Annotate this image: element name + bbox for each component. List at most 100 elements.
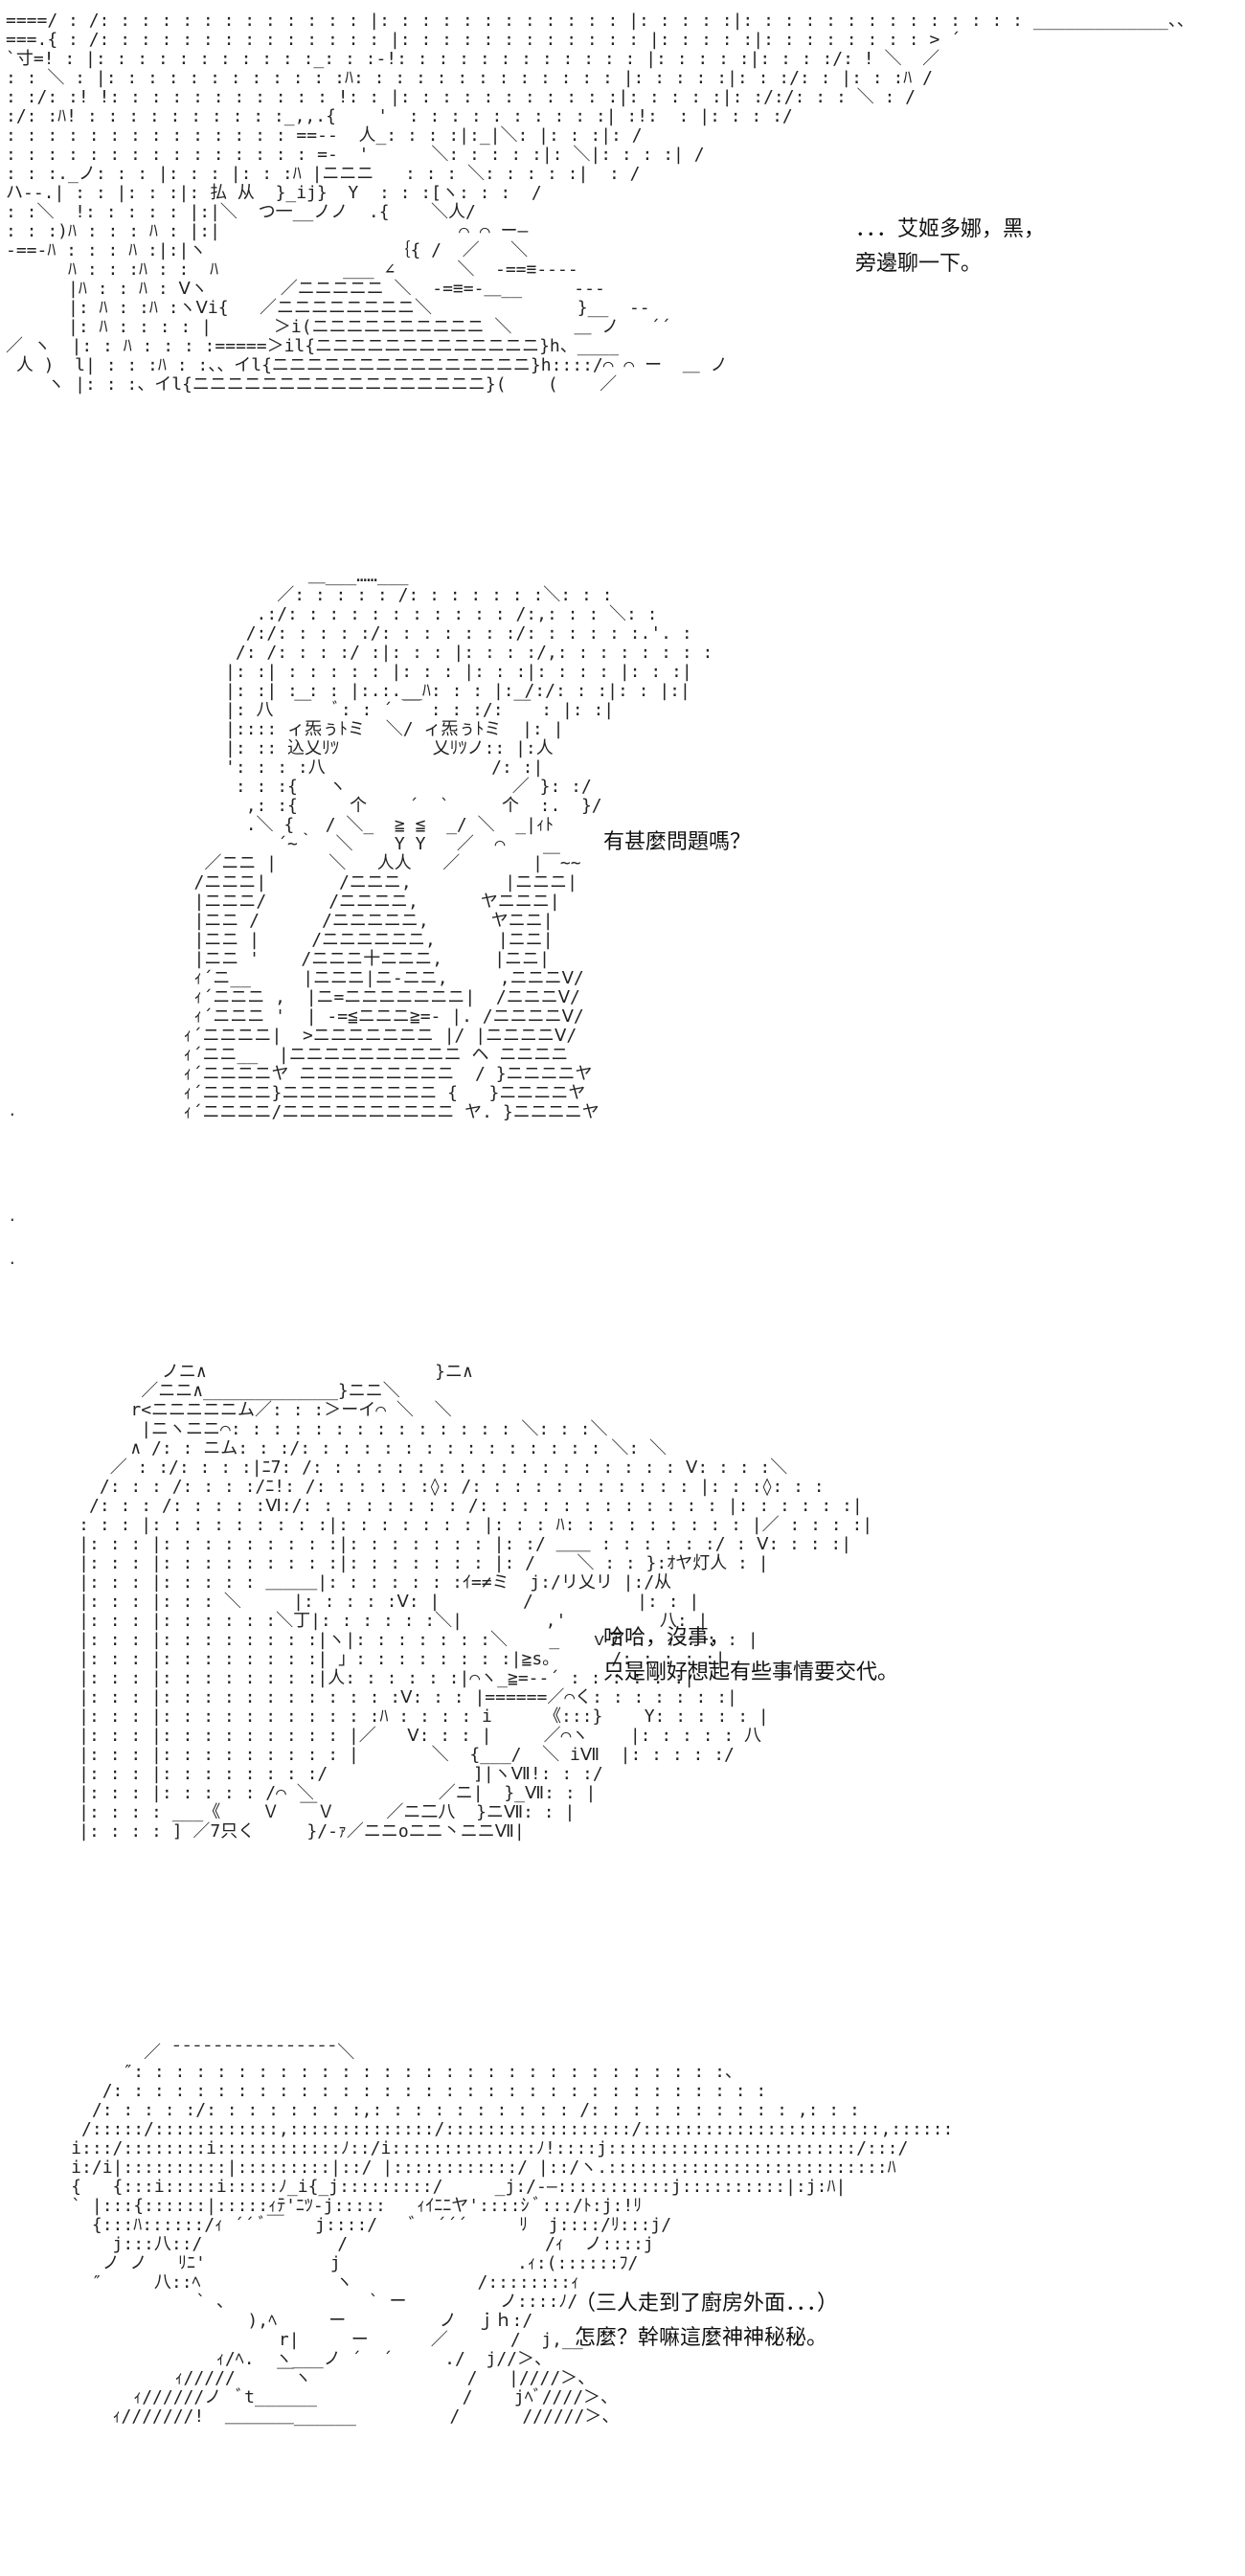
panel-3: ノニ∧ }ニ∧ ／ニニ∧_____________}ニニ＼ r<ニニニニニム／:… bbox=[0, 1355, 1245, 1987]
ascii-art-line: ｨ´ニニニニ}ニニニニニニニニニ { }ニニニニヤ bbox=[163, 1083, 586, 1103]
ascii-art-line: ` 、 ` ー ノ::::ﾉ/ bbox=[19, 2292, 578, 2312]
ascii-art-line: ====/ : /: : : : : : : : : : : : : |: : … bbox=[6, 11, 1194, 31]
ascii-art-line: ノ ノ ﾘﾆ' j .ｨ:(::::::ﾌ/ bbox=[19, 2253, 639, 2273]
ascii-art-line: |: :| : : : |:.:.__ﾊ: : : |: /:/: : :|: … bbox=[163, 681, 690, 701]
ascii-art-line: ｨ´ニニニニ/ニニニニニニニニニニ ヤ. }ニニニニヤ bbox=[163, 1102, 600, 1122]
ascii-art-line: ｨ´ニニニ ' | -=≦ニニニ≧=- |. /ニニニニⅤ/ bbox=[163, 1006, 584, 1027]
ascii-art-line: |: : : |: : : : : : : :| 」: : : : : : : … bbox=[27, 1649, 726, 1669]
ascii-art-line: ': : : :八 /: :| bbox=[163, 757, 544, 778]
panel-1: ====/ : /: : : : : : : : : : : : : |: : … bbox=[0, 0, 1245, 536]
stray-dot: . bbox=[8, 1101, 17, 1119]
ascii-art-line: ｨ´ニニニニヤ ニニニニニニニニニ / }ニニニニヤ bbox=[163, 1064, 593, 1084]
ascii-art-line: |: : : : ] ／7只く }/‐ｧ／ニニoニニ丶ニニⅦ| bbox=[27, 1821, 525, 1842]
ascii-art-line: /:/: : : : :/: : : : : : :/: : : : : :.'… bbox=[163, 623, 692, 644]
ascii-art-line: /:::::/::::::::::::,::::::::::::::/:::::… bbox=[19, 2119, 954, 2139]
caption-line: 旁邊聊一下。 bbox=[855, 252, 983, 276]
ascii-art-line: ｨ///////! ＿＿＿＿______ / //////＞、 bbox=[19, 2407, 620, 2427]
ascii-art-line: i:::/::::::::i::::::::::::ﾉ::/i:::::::::… bbox=[19, 2138, 909, 2158]
ascii-art-line: |:::: ィ炁ぅﾄミ ＼/ ィ炁ぅﾄミ |: | bbox=[163, 719, 564, 739]
ascii-art-line: : : :._ノ: : : |: : : |: : :ﾊ |ニニニ : : : … bbox=[6, 164, 641, 184]
caption-line: （三人走到了廚房外面．．．） bbox=[575, 2292, 839, 2316]
ascii-art-line: |: : : |: : : : : :＼丁|: : : : : :＼| ,' 八… bbox=[27, 1611, 709, 1631]
ascii-art-line: /: /: : : :/ :|: : : |: : : :/,: : : : :… bbox=[163, 643, 713, 663]
caption-line: ．．．艾姬多娜，黑， bbox=[855, 217, 1046, 241]
ascii-art-line: :/: :ﾊ! : : : : : : : : : :_,,.{ ' : : :… bbox=[6, 106, 793, 126]
ascii-art-line: .:/: : : : : : : : : : : /:,: : : ＼: : bbox=[163, 604, 658, 624]
ascii-art-line: |: : : |: : : : : : : : :|: : : : : : : … bbox=[27, 1553, 769, 1573]
panel-4: ／ ̄ ̄ ̄ ̄ ̄ ̄ ̄ ̄ ̄ ̄ ̄ ̄ ̄ ̄ ̄ ̄ ＼ ″: :… bbox=[0, 2030, 1245, 2576]
ascii-art-panel-4: ／ ̄ ̄ ̄ ̄ ̄ ̄ ̄ ̄ ̄ ̄ ̄ ̄ ̄ ̄ ̄ ̄ ＼ ″: :… bbox=[19, 2044, 953, 2427]
caption-line: 只是剛好想起有些事情要交代。 bbox=[603, 1661, 899, 1684]
ascii-art-line: |: 八 ￣ ﾞ: : ´ ￣ : : :/: ￣ : |: :| bbox=[163, 700, 615, 720]
caption-panel-2: 有甚麼問題嗎？ bbox=[603, 825, 751, 860]
ascii-art-line: |: :: 込乂ﾘﾂ 乂ﾘﾂノ:: |:人 bbox=[163, 738, 554, 758]
ascii-art-line: { {:::i:::::i:::::ﾉ_i{_j:::::::::/ _j:/‐… bbox=[19, 2177, 847, 2197]
ascii-art-line: ／ニニ∧_____________}ニニ＼ bbox=[27, 1381, 400, 1401]
ascii-art-line: : : : |: : : : : : : : :|: : : : : : : |… bbox=[27, 1515, 873, 1535]
ascii-art-panel-3: ノニ∧ }ニ∧ ／ニニ∧_____________}ニニ＼ r<ニニニニニム／:… bbox=[27, 1363, 872, 1842]
ascii-art-line: ／ ̄ ̄ ̄ ̄ ̄ ̄ ̄ ̄ ̄ ̄ ̄ ̄ ̄ ̄ ̄ ̄ ＼ bbox=[19, 2043, 355, 2063]
ascii-art-line: |: : : |: : : : : : : : : : :ﾊ : : : : i… bbox=[27, 1706, 769, 1727]
ascii-art-line: : : :)ﾊ : : : ﾊ : |:| ⌒ ⌒ ー― bbox=[6, 221, 529, 241]
ascii-art-line: ` |:::{::::::|:::::ｨﾃ'ﾆﾂ-j::::: ｨｲﾆﾆヤ'::… bbox=[19, 2196, 643, 2216]
ascii-art-line: : : : : : : : : : : : : : : ==-- 人_: : :… bbox=[6, 125, 643, 146]
ascii-art-line: j:::八::/ / /ｨ ノ::::j bbox=[19, 2234, 654, 2254]
ascii-art-line: ｨ´ニ__ |ニニニ|ニ-ニニ, ,ニニニⅤ/ bbox=[163, 968, 584, 988]
ascii-art-line: |: : : |: : : : : : : :|ヽ|: : : : : : :＼… bbox=[27, 1630, 758, 1650]
ascii-art-line: -==-ﾊ : : : ﾊ :|:|ヽ ｛{ / ／ ＼ bbox=[6, 240, 529, 260]
ascii-art-line: : :＼ !: : : : : |:|＼ つ一__ノノ .{ ＼人/ bbox=[6, 202, 476, 222]
ascii-art-line: |ニニニ/ /ニニニニ, ヤニニニ| bbox=[163, 892, 560, 912]
ascii-art-line: ｨ//////ノ ﾞt______ / jﾍﾞ////＞、 bbox=[19, 2387, 619, 2407]
ascii-art-line: .＼ { / ＼_ ≧ ≦ _/ ＼ _|ｨﾄ bbox=[163, 815, 554, 835]
caption-panel-1: ．．．艾姬多娜，黑， 旁邊聊一下。 bbox=[855, 213, 1045, 282]
ascii-art-line: ノニ∧ }ニ∧ bbox=[27, 1362, 473, 1382]
ascii-art-line: ／ニニ | ＼ 人人 ／ |￣~~ bbox=[163, 853, 581, 873]
ascii-art-panel-1: ====/ : /: : : : : : : : : : : : : |: : … bbox=[6, 11, 1194, 395]
ascii-art-line: ),ﾍ ー ノ ｊｈ:/ bbox=[19, 2311, 533, 2331]
ascii-art-line: /: : : /: : : :/ﾆ!: /: : : : : :◊: /: : … bbox=[27, 1477, 825, 1497]
ascii-art-line: ／ : :/: : : :|ﾆ7: /: : : : : : : : : : :… bbox=[27, 1457, 788, 1478]
ascii-art-line: |: : : : ___《 Ｖ ￣Ｖ ／ニ二八 }ニⅦ: : | bbox=[27, 1802, 576, 1822]
ascii-art-line: |: ﾊ : : : : | ＞i(ニニニニニニニニニニ ＼ ＿ ノ ´´ bbox=[6, 317, 671, 337]
ascii-art-line: {:::ﾊ::::::/ｨ ´´ ﾞ￣ j::::/ ゛ ´´´ ﾘ j::::… bbox=[19, 2215, 672, 2235]
ascii-art-line: |: :| : : : : : |: : : |: : :|: : : : |:… bbox=[163, 662, 692, 682]
ascii-art-line: ″: : : : : : : : : : : : : : : : : : : :… bbox=[19, 2062, 742, 2082]
ascii-art-line: : :/: :! !: : : : : : : : : : : !: : |: … bbox=[6, 87, 916, 107]
stray-dot: . bbox=[8, 1250, 17, 1268]
ascii-art-line: /: : : /: : : : :Ⅵ:/: : : : : : : : /: :… bbox=[27, 1496, 863, 1516]
ascii-art-line: |: : : |: : : : : : : : :|: : : : : : : … bbox=[27, 1534, 852, 1554]
ascii-art-line: ｨ´ニニニ , |ニ=ニニニニニニニ| /ニニニⅤ/ bbox=[163, 987, 580, 1007]
ascii-art-line: ´~｀ ＼ Y Y ／ ⌒ bbox=[163, 834, 506, 854]
ascii-art-line: ∧ /: : ニム: : :/: : : : : : : : : : : : :… bbox=[27, 1438, 668, 1458]
ascii-art-line: r<ニニニニニム／: : :＞ーイ⌒ ＼ ＼ bbox=[27, 1400, 452, 1420]
ascii-art-line: |: : : |: : : : : : : : : : : :Ⅴ: : : |=… bbox=[27, 1687, 737, 1707]
ascii-art-line: 人 ) l| : : :ﾊ : :、、イl{ニニニニニニニニニニニニニニニ}h:… bbox=[6, 355, 728, 375]
ascii-art-line: : : :{ ヽ ／ }: :/ bbox=[163, 777, 592, 797]
ascii-art-line: |: : : |: : : : : ＿＿＿|: : : : : : :ｲ=≠ミ … bbox=[27, 1572, 672, 1593]
ascii-art-line: |: : : |: : : : : /⌒ ＼ ／ニ| }_Ⅶ: : | bbox=[27, 1783, 597, 1803]
ascii-art-line: ｨ/ﾍ. ヽ___ノ ´ ´ ./ j//＞、 bbox=[19, 2349, 552, 2369]
ascii-art-line: ｨ///// ￣ヽ / |////＞、 bbox=[19, 2368, 596, 2388]
ascii-art-line: |: : : |: : : : : : : : : |／ Ⅴ: : : | ／⌒… bbox=[27, 1726, 762, 1746]
ascii-art-line: : : : : : : : : : : : : : : : =‐ ' ＼: : … bbox=[6, 145, 705, 165]
ascii-art-line: ,: :{ 个 ´ ` 个 :. }/ bbox=[163, 796, 602, 816]
ascii-art-line: `寸=! : |: : : : : : : : : : :_: : :-!: :… bbox=[6, 49, 940, 69]
ascii-art-line: ﾊ : : :ﾊ : : ﾊ ___ ∠ ＼ -==≡---- bbox=[6, 260, 578, 280]
ascii-art-line: |: : : |: : : : : : : :/ ]|ヽⅦ!: : :/ bbox=[27, 1764, 603, 1784]
ascii-art-line: |: : : |: : : : : : : :|人: : : : : :|⌒ヽ_… bbox=[27, 1668, 695, 1688]
caption-panel-3: 哈哈，沒事， 只是剛好想起有些事情要交代。 bbox=[603, 1621, 898, 1690]
ascii-art-line: |ニニ | /ニニニニニニ, |ニニ| bbox=[163, 930, 554, 950]
caption-line: 有甚麼問題嗎？ bbox=[603, 830, 752, 854]
ascii-art-line: ｨ´ニニニニ| >ニニニニニニニ |/ |ニニニニⅤ/ bbox=[163, 1026, 577, 1046]
ascii-art-line: |ﾊ : : ﾊ : Ⅴヽ ／ニニニニニ ＼ -=≡=-＿__ --- bbox=[6, 279, 605, 299]
ascii-art-line: |: ﾊ : :ﾊ :ヽⅤi{ ／ニニニニニニニニ＼ }__ -- bbox=[6, 298, 650, 318]
stray-dot: . bbox=[8, 1207, 17, 1225]
ascii-art-line: ″ 八::ﾍ ヽ /::::::::ｨ bbox=[19, 2272, 580, 2293]
panel-2: ＿___……___ ／: : : : : /: : : : : : :＼: : … bbox=[0, 555, 1245, 1322]
ascii-art-line: ／: : : : : /: : : : : : :＼: : : bbox=[163, 585, 613, 605]
ascii-art-line: |: : : |: : : : : : : : : | ＼ {___/ ＼ iⅦ… bbox=[27, 1745, 735, 1765]
ascii-art-line: |ニニ ' /ニニニ十ニニニ, |ニニ| bbox=[163, 949, 550, 969]
ascii-art-line: : : ＼ : |: : : : : : : : : : : :ﾊ: : : :… bbox=[6, 68, 933, 88]
caption-line: 怎麼？幹嘛這麼神神秘秘。 bbox=[575, 2326, 828, 2350]
ascii-art-panel-2: ＿___……___ ／: : : : : /: : : : : : :＼: : … bbox=[163, 567, 713, 1122]
